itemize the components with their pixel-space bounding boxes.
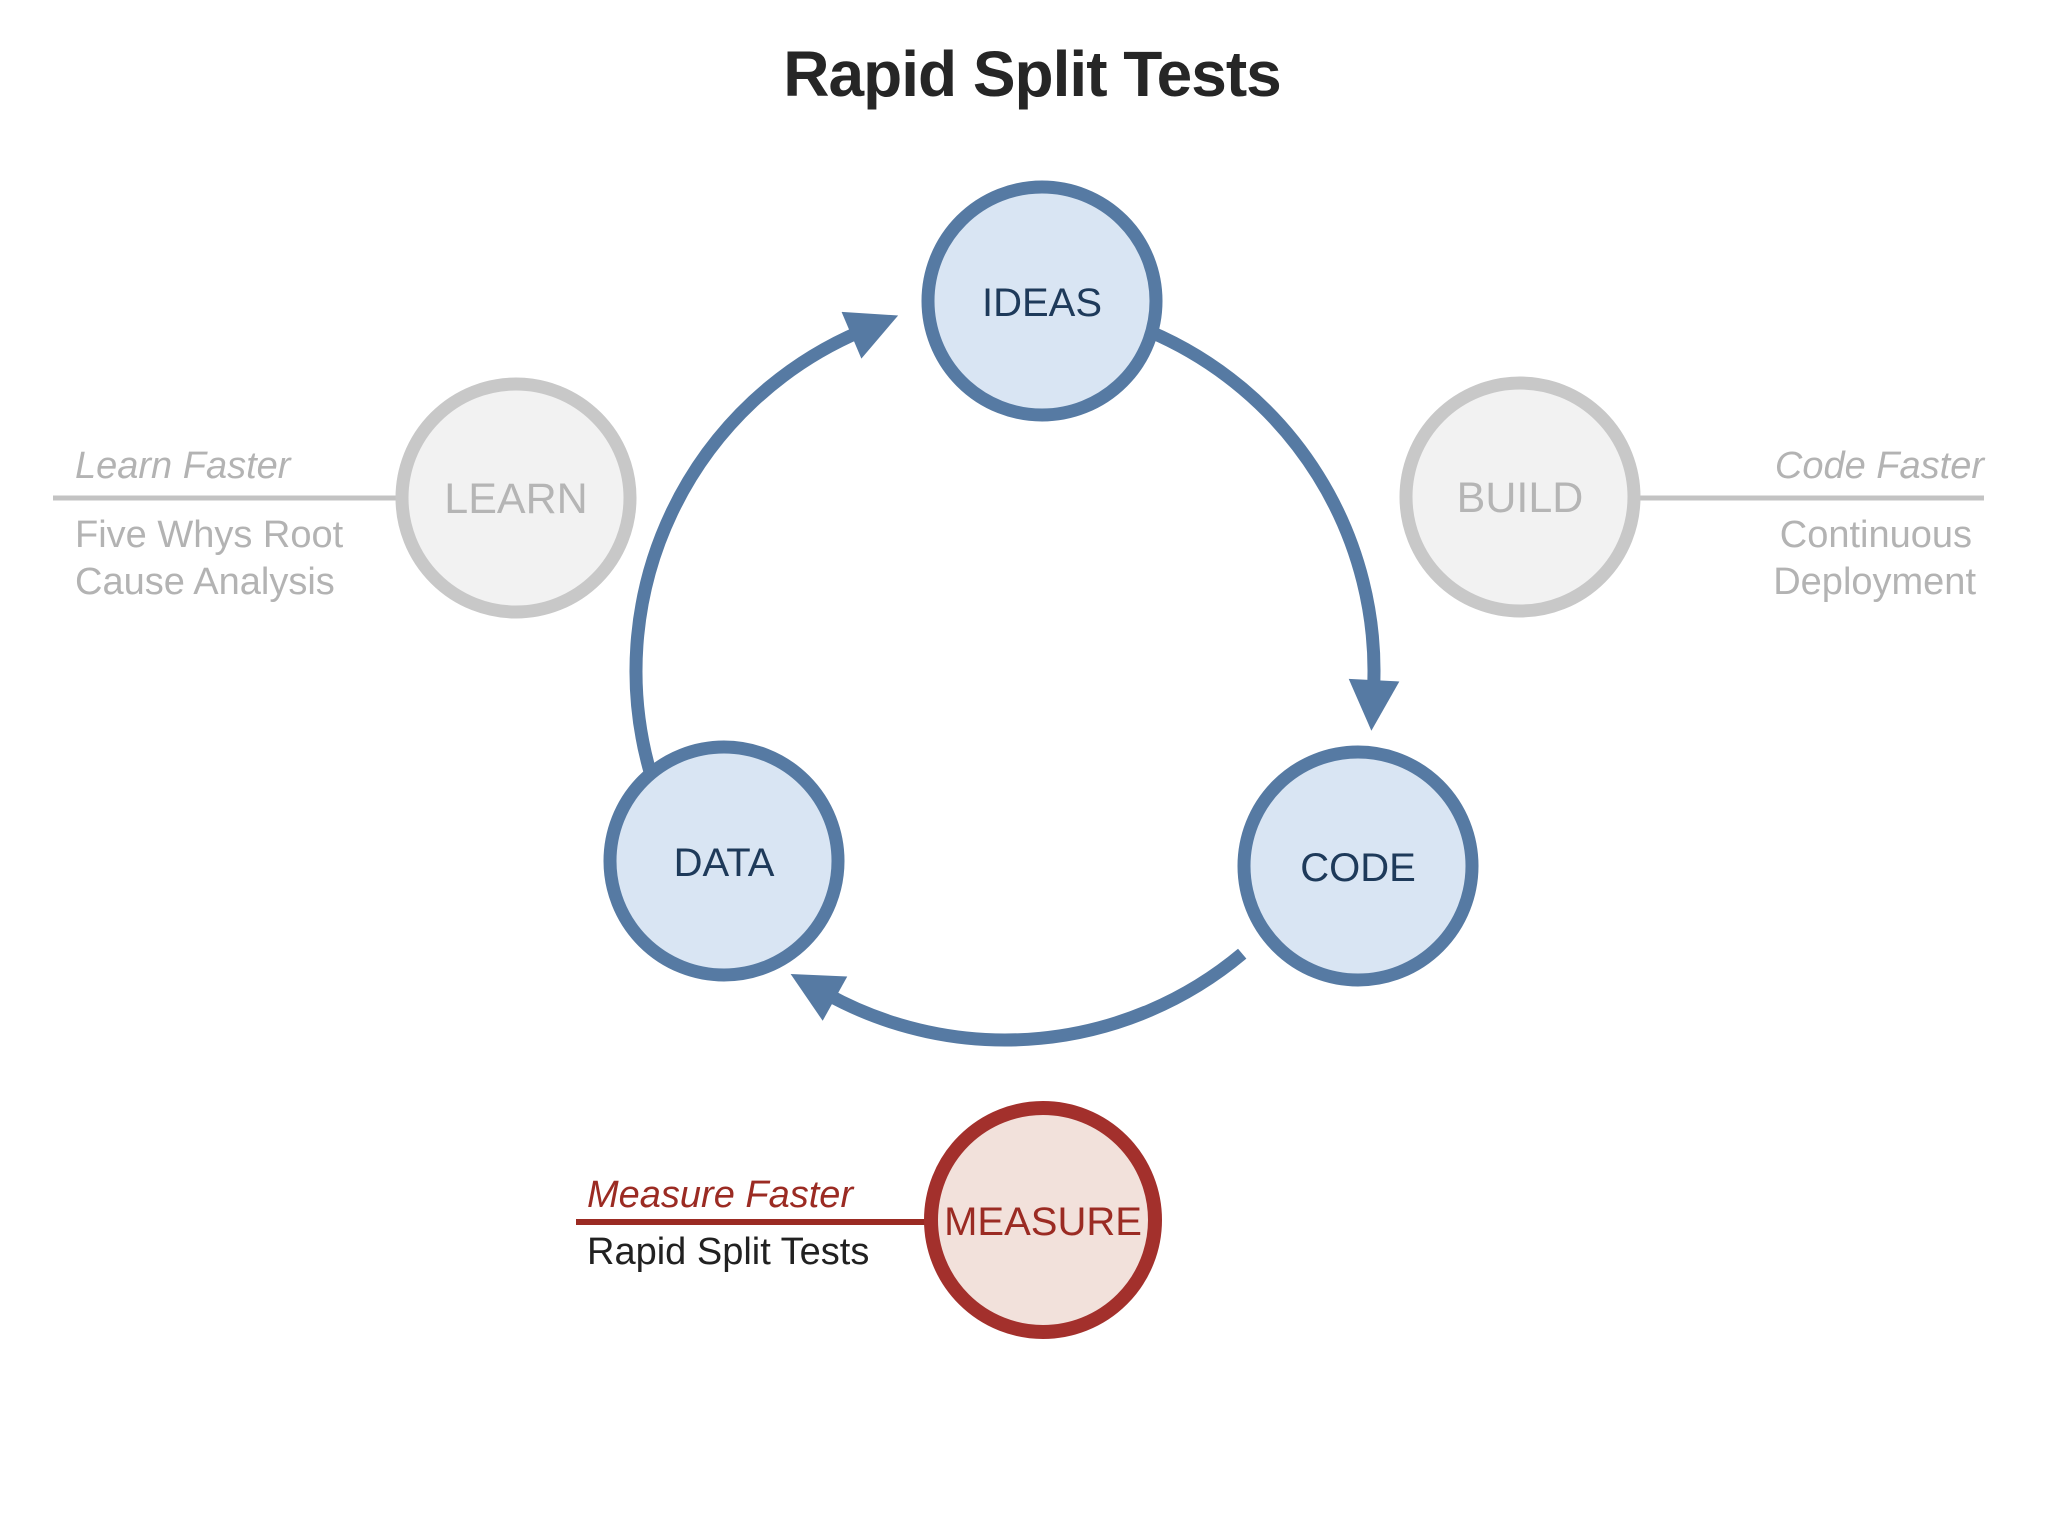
ideas-node-circle (921, 180, 1163, 422)
build-callout-heading: Code Faster (1775, 445, 1985, 487)
learn-node-circle (395, 377, 637, 619)
code-node-circle (1237, 745, 1479, 987)
build-node-circle (1399, 376, 1641, 618)
data-node-circle (603, 740, 845, 982)
build-callout-detail-1: Continuous (1780, 514, 1972, 556)
learn-callout-heading: Learn Faster (75, 445, 292, 487)
arrow-code-to-data (790, 948, 1247, 1047)
measure-callout-heading: Measure Faster (587, 1174, 854, 1216)
build-callout-detail-2: Deployment (1773, 561, 1976, 603)
code-node-label: CODE (1300, 846, 1416, 890)
learn-callout-detail-2: Cause Analysis (75, 561, 335, 603)
measure-node-circle (924, 1101, 1162, 1339)
measure-node-label: MEASURE (944, 1200, 1142, 1244)
arrow-data-to-ideas (629, 311, 899, 775)
page-title: Rapid Split Tests (783, 38, 1280, 110)
learn-node-label: LEARN (444, 475, 587, 523)
learn-callout-detail-1: Five Whys Root (75, 514, 344, 556)
build-node-label: BUILD (1457, 474, 1584, 522)
data-node-label: DATA (674, 841, 775, 885)
ideas-node-label: IDEAS (982, 281, 1102, 325)
measure-callout-detail-1: Rapid Split Tests (587, 1231, 869, 1273)
arrow-ideas-to-code (1146, 325, 1400, 731)
